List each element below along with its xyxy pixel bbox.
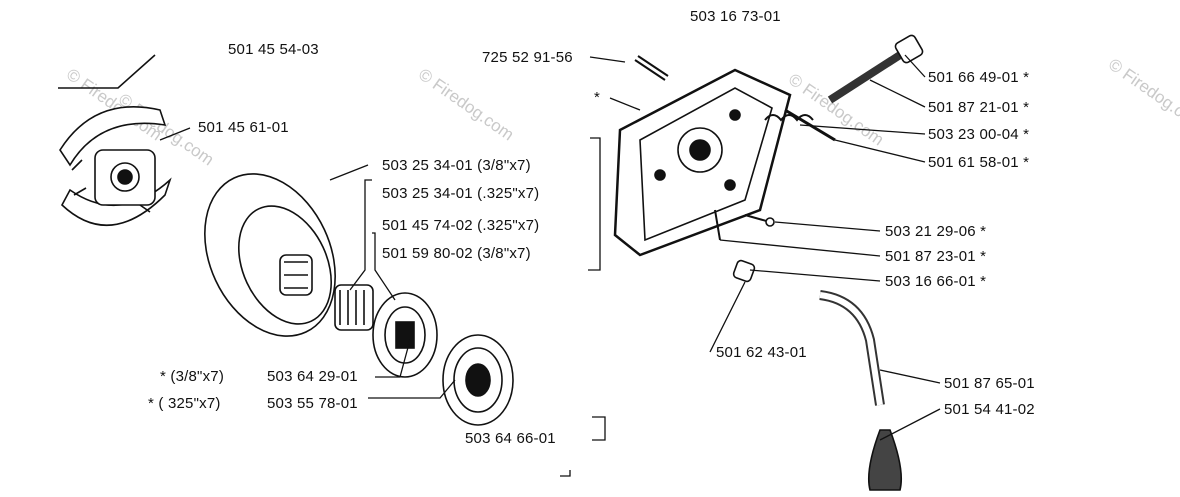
label-plug: 503 16 66-01 * [885, 273, 987, 290]
label-nipple: 501 66 49-01 * [928, 69, 1030, 86]
washer-part [714, 209, 721, 241]
oil-filter [867, 429, 903, 491]
screw [634, 55, 669, 81]
label-screw-small: 503 21 29-06 * [885, 223, 987, 240]
plug [732, 259, 756, 283]
piston [784, 108, 836, 142]
label-assembly-top: 503 16 73-01 [690, 8, 781, 25]
label-rim-38: 503 64 29-01 [267, 368, 358, 385]
label-spring: 503 23 00-04 * [928, 126, 1030, 143]
label-valve: 501 62 43-01 [716, 344, 807, 361]
label-rim-325: 503 55 78-01 [267, 395, 358, 412]
label-bearing-38: 503 25 34-01 (3/8"x7) [382, 157, 531, 174]
label-rim-325-note: * ( 325"x7) [148, 395, 221, 412]
clutch-shoe-lower [61, 177, 172, 226]
label-sprocket-38: 501 59 80-02 (3/8"x7) [382, 245, 531, 262]
label-drum-kit: 503 64 66-01 [465, 430, 556, 447]
label-rim-38-note: * (3/8"x7) [160, 368, 225, 385]
label-clutch-assembly: 501 45 54-03 [228, 41, 319, 58]
label-clutch-shoe: 501 45 61-01 [198, 119, 289, 136]
clutch-top-line [58, 54, 156, 89]
label-piston: 501 61 58-01 * [928, 154, 1030, 171]
oil-pump-body [613, 68, 792, 257]
label-screw: 725 52 91-56 [482, 49, 573, 66]
label-oil-hose: 501 87 65-01 [944, 375, 1035, 392]
label-washer: 501 87 23-01 * [885, 248, 987, 265]
clutch-drum [204, 173, 336, 337]
label-sprocket-325: 501 45 74-02 (.325"x7) [382, 217, 540, 234]
label-hose: 501 87 21-01 * [928, 99, 1030, 116]
label-pump-star: * [594, 89, 601, 106]
hose-fitting [827, 51, 903, 104]
label-bearing-325: 503 25 34-01 (.325"x7) [382, 185, 540, 202]
clutch-shoe-upper [59, 106, 167, 167]
label-filter: 501 54 41-02 [944, 401, 1035, 418]
nipple [894, 34, 924, 64]
spring [764, 114, 814, 122]
